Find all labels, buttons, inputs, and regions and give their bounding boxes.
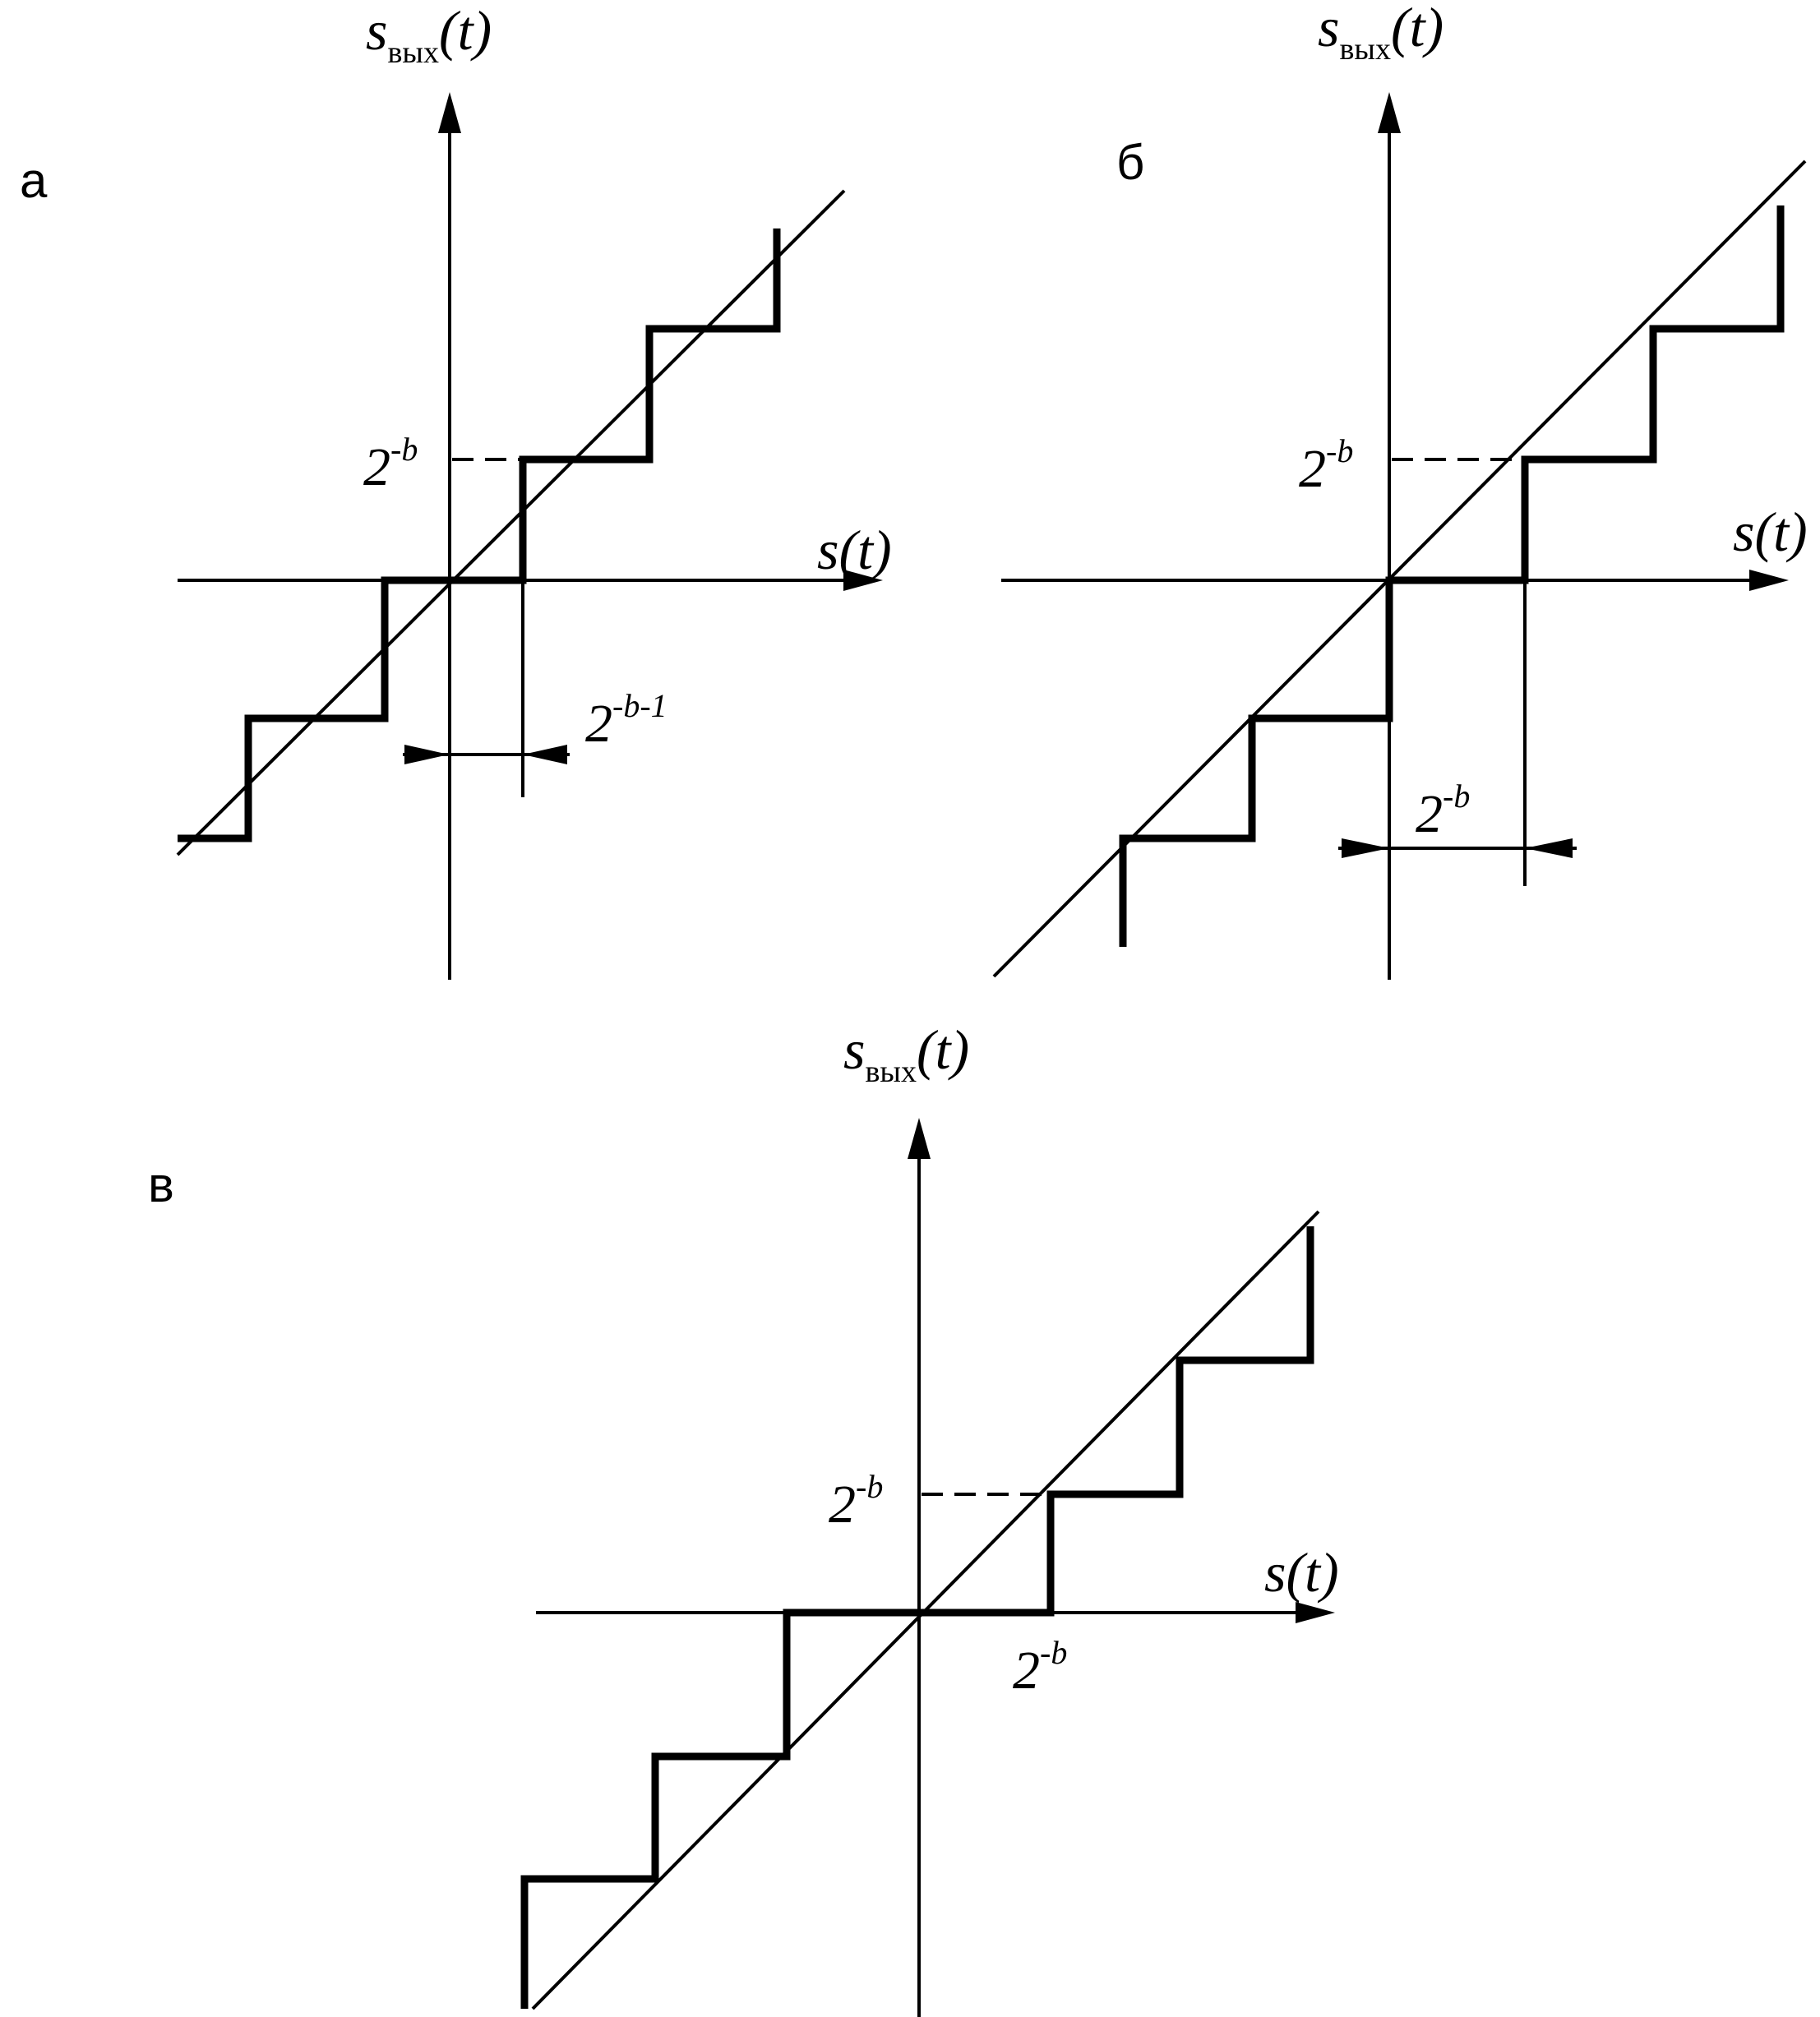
y-label-a: sвых(t) [366,0,492,70]
identity-line-b [992,159,1807,978]
y-axis-arrow-a [438,92,461,133]
staircase-c [520,1226,1314,2009]
interval-arrow-left-a [404,745,449,764]
staircase-b [1119,205,1785,947]
staircase-a [178,228,781,842]
level-label-c: 2-b [829,1468,883,1535]
interval-label-b: 2-b [1416,778,1470,844]
x-label-b: s(t) [1733,501,1808,563]
x-label-c: s(t) [1264,1541,1339,1604]
identity-line-a [176,189,846,856]
panel-c: в 2-b 2-b sвых(t) s(t) [148,1018,1339,2017]
panel-letter-a: а [20,153,48,208]
level-label-b: 2-b [1299,432,1353,499]
interval-label-c: 2-b [1013,1634,1067,1701]
interval-label-a: 2-b-1 [585,687,667,754]
interval-arrow-right-a [523,745,567,764]
interval-arrow-left-b [1342,838,1389,858]
x-label-a: s(t) [817,519,892,581]
x-axis-arrow-c [1296,1602,1335,1623]
y-label-c: sвых(t) [843,1018,969,1089]
y-axis-arrow-b [1378,92,1401,133]
y-label-b: sвых(t) [1318,0,1444,67]
x-axis-arrow-b [1749,570,1789,591]
x-axis-arrow-a [843,570,883,591]
y-axis-arrow-c [908,1118,931,1159]
panel-b: б 2-b 2-b sвых(t) s(t) [992,0,1808,980]
level-label-a: 2-b [363,431,418,497]
interval-arrow-right-b [1525,838,1573,858]
panel-letter-c: в [148,1157,174,1212]
panel-letter-b: б [1116,135,1144,190]
panel-a: а 2-b 2-b-1 sвых(t) s(t) [20,0,892,980]
